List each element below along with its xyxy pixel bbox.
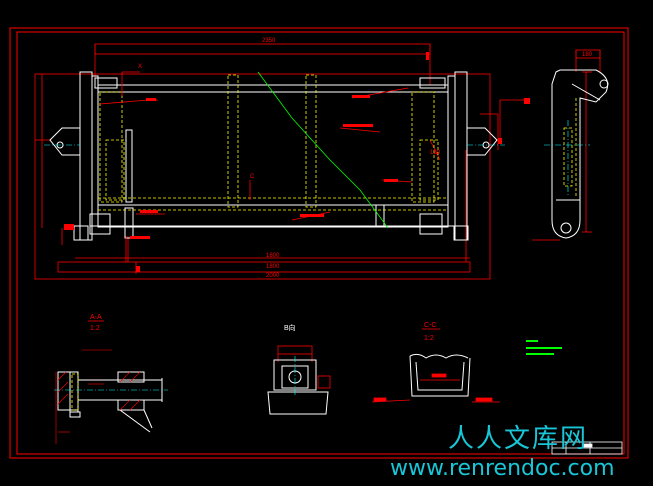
section-b-title: B向 [284,323,296,332]
main-view-dimension-lines [34,43,491,280]
dim-1600-label: 1600 [266,253,280,259]
main-view-leaders [99,71,530,274]
side-view-outline [551,69,609,239]
section-aa: A-A 1:2 [54,314,168,444]
dim-120-label: 120 [430,150,441,156]
side-view-centerlines [544,120,590,196]
section-cc-title: C-C [424,322,436,329]
side-view-hidden [563,98,577,198]
main-view-hidden-lines [98,74,448,211]
section-b: B向 [267,323,331,415]
main-view-labels: 2350 X C 1600 1800 2000 120 [138,38,441,279]
watermark-url: www.renrendoc.com [390,456,615,481]
section-cc-leaders [371,373,500,403]
green-technical-note [526,340,562,355]
section-aa-scale: 1:2 [90,325,100,332]
dim-2000-label: 2000 [266,273,280,279]
dim-1800-label: 1800 [266,264,280,270]
side-view: 180 [532,49,609,241]
section-aa-title: A-A [90,314,102,321]
section-aa-outline [57,371,163,433]
side-view-dimension [532,49,601,241]
section-aa-yellow [71,373,79,411]
section-aa-hatch [55,349,141,444]
main-view: 2350 X C 1600 1800 2000 120 [34,38,530,280]
main-view-green-curve [257,71,389,229]
main-frame-outline [49,71,498,241]
title-block [551,441,623,455]
top-dimension-label: 2350 [262,38,276,44]
section-c-label: C [250,174,255,180]
main-view-notes [64,52,530,272]
side-view-top-dim: 180 [582,52,593,58]
section-cc: C-C 1:2 [371,322,562,403]
watermark-chinese: 人人文库网 [448,424,589,454]
section-cc-outline [409,353,471,397]
section-cc-scale: 1:2 [424,335,434,342]
marker-x-label: X [138,64,142,70]
section-b-outline [267,359,329,415]
section-b-dimension [277,345,331,389]
drawing-frame [9,27,629,459]
